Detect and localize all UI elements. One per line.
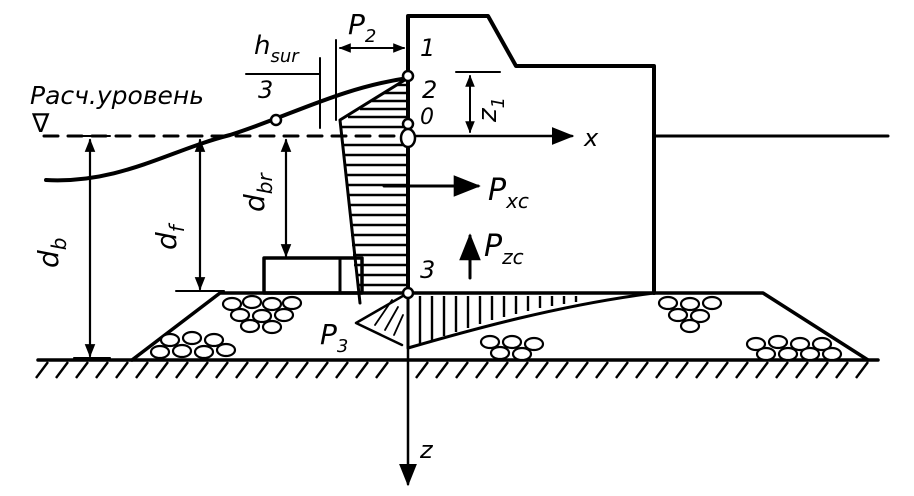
- label-x-axis: x: [583, 124, 599, 152]
- toe-block: [262, 256, 364, 295]
- wave-profile: [44, 76, 410, 183]
- label-point-3-left: 3: [258, 76, 273, 104]
- label-db: db: [32, 238, 71, 268]
- level-mark-icon: ∇: [31, 109, 50, 139]
- caisson: [406, 14, 656, 295]
- label-point-2: 2: [422, 76, 437, 104]
- label-point-0: 0: [420, 105, 434, 130]
- seabed: [35, 358, 880, 379]
- label-dbr: dbr: [238, 172, 277, 212]
- label-point-1: 1: [420, 34, 435, 62]
- label-point-3-right: 3: [420, 256, 435, 284]
- label-df: df: [150, 222, 189, 250]
- uplift-pressure-diagram: [406, 291, 656, 350]
- label-pxc: Pxc: [488, 173, 529, 213]
- label-p2: P2: [348, 8, 376, 47]
- design-level-label: Расч.уровень: [30, 81, 204, 110]
- label-z1: z1: [473, 97, 509, 123]
- p3-pressure-triangle: [354, 291, 410, 347]
- mound-stones: [149, 294, 843, 362]
- label-pzc: Pzc: [484, 229, 524, 269]
- label-h-sur: hsur: [254, 31, 300, 67]
- label-p3: P3: [320, 318, 348, 357]
- rubble-mound: [130, 291, 870, 362]
- label-z-axis: z: [419, 436, 434, 464]
- horizontal-pressure-diagram: [338, 76, 410, 305]
- point-markers: [269, 69, 417, 300]
